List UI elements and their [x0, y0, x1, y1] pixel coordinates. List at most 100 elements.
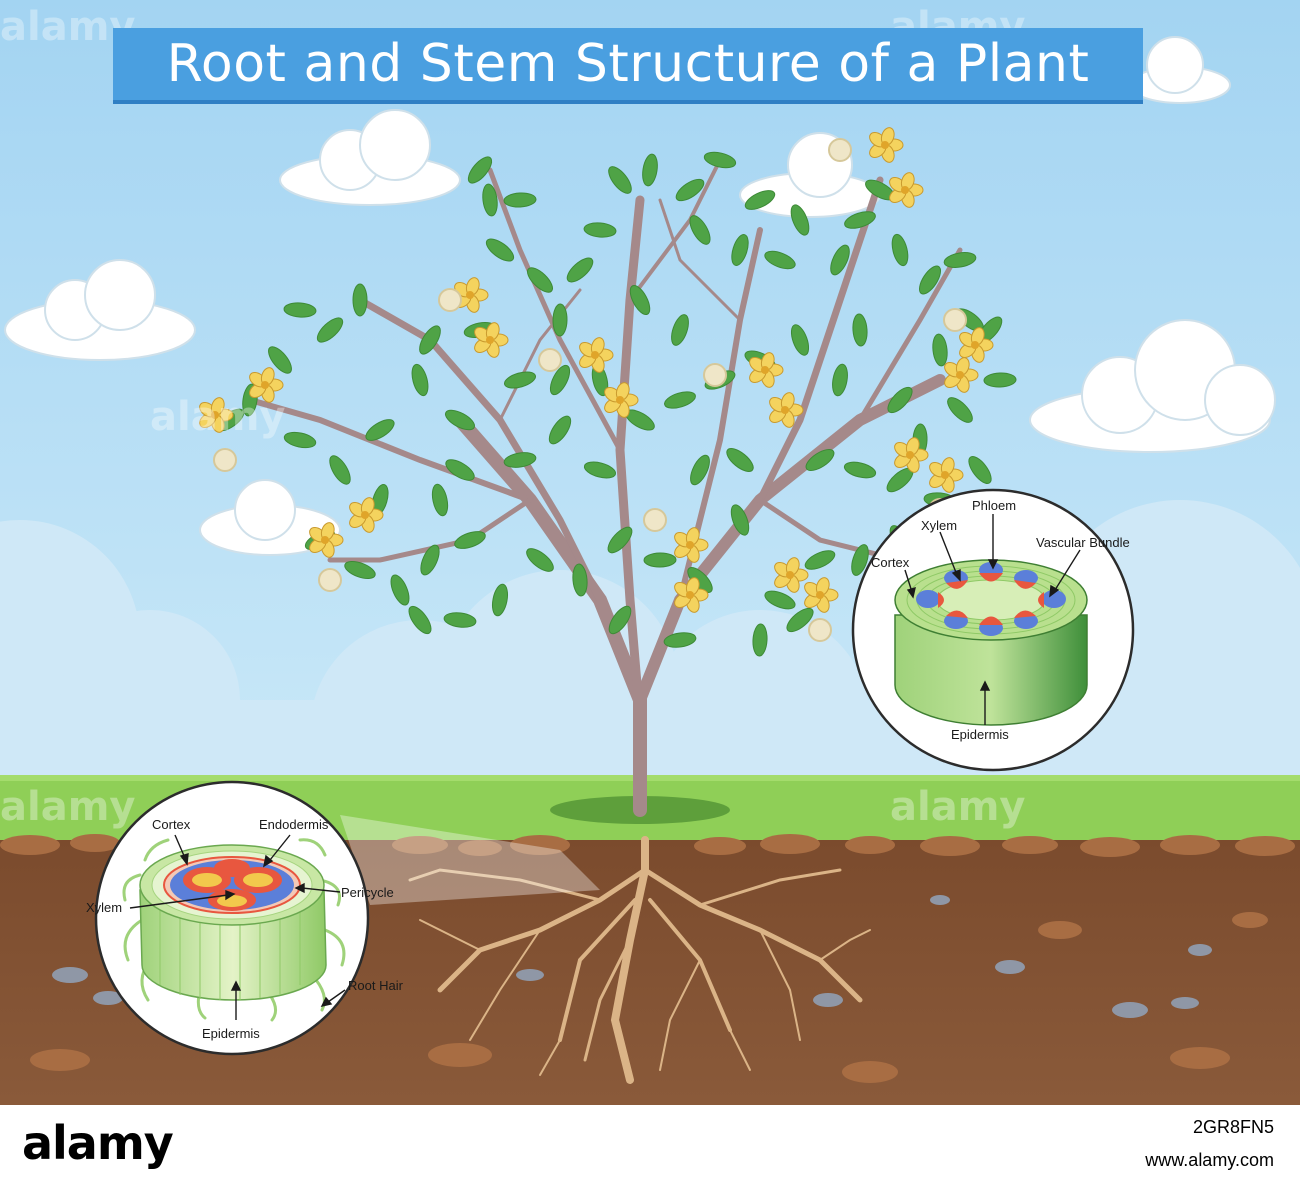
stem-label-epidermis: Epidermis	[951, 727, 1009, 742]
flower-bud	[808, 618, 832, 642]
watermark-1: alamy	[0, 4, 135, 50]
leaf	[891, 233, 909, 267]
flower	[309, 522, 344, 558]
flower	[889, 172, 924, 208]
leaf	[503, 452, 537, 468]
leaf	[548, 415, 572, 445]
leaf	[329, 455, 351, 485]
leaf	[786, 607, 814, 633]
flower-bud	[828, 138, 852, 162]
leaf	[365, 419, 395, 441]
leaf	[790, 324, 810, 356]
diagram-scene: Phloem Xylem Vascular Bundle Cortex Epid…	[0, 0, 1300, 1105]
leaf	[642, 153, 658, 187]
leaf	[726, 448, 754, 472]
leaf	[643, 552, 677, 568]
plant-roots	[408, 836, 871, 1084]
flower	[944, 357, 979, 393]
cloud-3	[1029, 319, 1276, 453]
root-cross-section-inset: Cortex Endodermis Xylem Pericycle Root H…	[86, 780, 404, 1056]
zoom-beam-root	[340, 815, 600, 905]
flower	[249, 367, 284, 403]
leaf	[703, 151, 737, 169]
stem-label-xylem: Xylem	[921, 518, 957, 533]
leaf	[844, 211, 876, 229]
leaf	[805, 448, 835, 472]
leaf	[932, 333, 948, 367]
leaf	[454, 531, 486, 549]
flower-bud	[213, 448, 237, 472]
flower-bud	[318, 568, 342, 592]
leaf	[445, 459, 475, 481]
leaf	[552, 303, 568, 337]
flower	[804, 577, 839, 613]
flower	[774, 557, 809, 593]
leaf	[420, 544, 440, 576]
leaf	[503, 192, 537, 208]
leaf	[344, 560, 376, 580]
leaf	[411, 363, 429, 397]
flower	[579, 337, 614, 373]
flower	[929, 457, 964, 493]
plant-flowers	[199, 127, 994, 642]
flower	[894, 437, 929, 473]
leaf	[443, 612, 477, 628]
leaf	[851, 544, 869, 576]
leaf	[419, 325, 441, 355]
title-banner: Root and Stem Structure of a Plant	[113, 28, 1143, 104]
leaf	[268, 346, 292, 374]
stem-label-vascular-bundle: Vascular Bundle	[1036, 535, 1130, 550]
leaf	[352, 283, 368, 317]
leaf	[671, 314, 689, 346]
leaf	[629, 284, 651, 316]
leaf	[943, 252, 977, 268]
leaf	[852, 313, 868, 347]
clouds	[4, 36, 1276, 556]
leaf	[689, 215, 711, 245]
root-label-cortex: Cortex	[152, 817, 191, 832]
leaf	[607, 526, 633, 554]
leaf	[843, 461, 877, 479]
leaf	[526, 548, 554, 572]
flower	[769, 392, 804, 428]
flower	[349, 497, 384, 533]
stem-label-cortex: Cortex	[871, 555, 910, 570]
soil-stones	[0, 834, 1295, 1083]
leaf	[431, 483, 449, 517]
flower-bud	[703, 363, 727, 387]
plant-trunk	[247, 158, 963, 817]
leaf	[764, 590, 796, 610]
cloud-1	[4, 259, 196, 361]
leaf	[690, 454, 710, 486]
leaf	[283, 302, 317, 318]
leaf	[730, 504, 750, 536]
watermark-3: alamy	[150, 394, 285, 440]
root-label-pericycle: Pericycle	[341, 885, 394, 900]
leaf	[790, 204, 810, 236]
watermarks: alamy alamy alamy alamy alamy	[0, 4, 1025, 830]
flower-bud	[943, 308, 967, 332]
footer-bar	[0, 1105, 1300, 1194]
leaf	[832, 363, 848, 397]
leaf	[503, 371, 537, 389]
page-title: Root and Stem Structure of a Plant	[166, 34, 1090, 94]
footer-logo: alamy	[22, 1116, 174, 1170]
flower-bud	[538, 348, 562, 372]
leaf	[983, 372, 1017, 388]
flower	[604, 382, 639, 418]
leaf	[804, 550, 836, 570]
leaf	[731, 234, 749, 266]
flower	[749, 352, 784, 388]
leaf	[664, 391, 696, 409]
cloud-6	[199, 479, 341, 556]
leaf	[752, 623, 768, 657]
leaf	[583, 222, 617, 238]
flower	[674, 527, 709, 563]
leaf	[408, 605, 432, 635]
flower	[869, 127, 904, 163]
plant-leaves	[215, 151, 1017, 657]
flower	[474, 322, 509, 358]
leaf	[485, 238, 515, 262]
flower	[959, 327, 994, 363]
leaf	[572, 563, 588, 597]
